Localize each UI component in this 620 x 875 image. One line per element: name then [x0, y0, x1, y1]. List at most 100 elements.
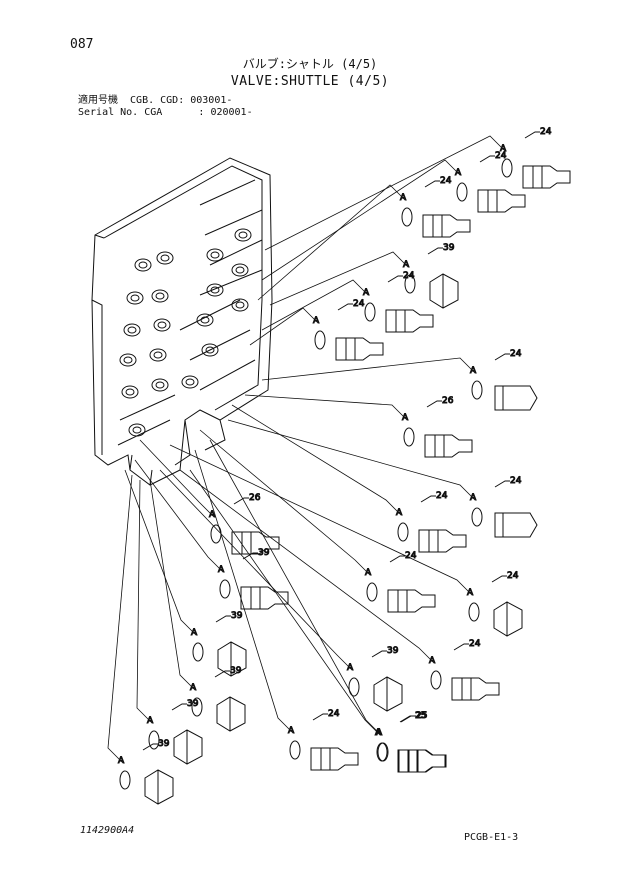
callout-leader [171, 703, 187, 711]
o-ring [471, 380, 483, 400]
callout-leader [214, 670, 230, 678]
fitting-body [493, 601, 523, 637]
fitting-body [310, 747, 359, 771]
o-ring [430, 670, 442, 690]
seal-label-a: A [209, 510, 216, 520]
part-number-callout: 39 [387, 646, 399, 656]
o-ring [501, 158, 513, 178]
plug-fitting: 39A [403, 243, 459, 309]
fitting-body [494, 512, 538, 538]
callout-leader [426, 400, 442, 408]
nut-fitting: 24A [470, 349, 538, 411]
leader-line [257, 184, 406, 301]
callout-leader [215, 615, 231, 623]
part-number-callout: 39 [231, 611, 243, 621]
serial-number: Serial No. CGA : 020001- [78, 107, 253, 118]
callout-leader [233, 497, 249, 505]
seal-label-a: A [313, 316, 320, 326]
seal-label-a: A [365, 568, 372, 578]
fitting-body [451, 677, 500, 701]
leader-line [261, 159, 461, 281]
leader-line [227, 419, 476, 501]
part-number-callout: 39 [187, 699, 199, 709]
union-fitting: 24A [365, 551, 436, 613]
o-ring [191, 697, 203, 717]
union-fitting: 25A [375, 711, 446, 773]
union-fitting: 24A [500, 127, 571, 189]
fitting-body [385, 309, 434, 333]
callout-leader [142, 743, 158, 751]
fitting-body [494, 385, 538, 411]
plug-fitting: 39A [147, 699, 203, 765]
callout-leader [399, 715, 415, 723]
seal-label-a: A [500, 144, 507, 154]
part-number-callout: 24 [403, 271, 415, 281]
o-ring [403, 427, 415, 447]
leader-line [139, 439, 215, 518]
seal-label-a: A [470, 493, 477, 503]
part-number-callout: 24 [507, 571, 519, 581]
seal-label-a: A [396, 508, 403, 518]
seal-label-a: A [190, 683, 197, 693]
part-number-callout: 24 [328, 709, 340, 719]
part-number-callout: 24 [353, 299, 365, 309]
leader-line [209, 439, 382, 736]
o-ring [314, 330, 326, 350]
fitting-body [335, 337, 384, 361]
o-ring [219, 579, 231, 599]
fitting-body [216, 696, 246, 732]
page-code: PCGB-E1-3 [464, 832, 519, 843]
seal-label-a: A [375, 728, 382, 738]
union-fitting: 24A [400, 176, 471, 238]
fitting-body [477, 189, 526, 213]
fitting-body [217, 641, 247, 677]
o-ring [397, 522, 409, 542]
union-fitting: 24A [313, 299, 384, 361]
fitting-body [144, 769, 174, 805]
seal-label-a: A [147, 716, 154, 726]
leader-line [124, 469, 197, 636]
page-number: 087 [70, 37, 94, 52]
o-ring [364, 302, 376, 322]
fitting-body [397, 749, 446, 773]
plug-fitting: 39A [191, 611, 247, 677]
union-fitting: 26A [209, 493, 280, 555]
union-fitting: 39A [218, 548, 289, 610]
part-number-callout: 24 [436, 491, 448, 501]
leader-line [189, 469, 381, 736]
fitting-body [387, 589, 436, 613]
o-ring [404, 274, 416, 294]
seal-label-a: A [376, 728, 383, 738]
callout-leader [420, 495, 436, 503]
leader-line [149, 479, 196, 691]
callout-leader [387, 275, 403, 283]
seal-label-a: A [403, 260, 410, 270]
leader-line [107, 474, 133, 764]
union-fitting: 24A [455, 151, 526, 213]
seal-label-a: A [191, 628, 198, 638]
seal-label-a: A [455, 168, 462, 178]
leader-line [261, 279, 369, 331]
callout-leader [491, 575, 507, 583]
callout-leader [371, 650, 387, 658]
plug-fitting: 39A [118, 739, 174, 805]
leader-line [199, 429, 371, 576]
fitting-body [522, 165, 571, 189]
part-number-callout: 24 [540, 127, 552, 137]
seal-label-a: A [288, 726, 295, 736]
o-ring [376, 742, 388, 762]
callout-leader [453, 643, 469, 651]
part-number-callout: 39 [443, 243, 455, 253]
plug-fitting: 24A [467, 571, 523, 637]
seal-label-a: A [467, 588, 474, 598]
leader-line [231, 404, 402, 516]
leader-line [261, 357, 476, 381]
leader-line [169, 444, 473, 596]
callout-leader [494, 480, 510, 488]
callout-leader [427, 247, 443, 255]
callout-leader [389, 555, 405, 563]
o-ring [289, 740, 301, 760]
title-japanese: バルブ:シャトル (4/5) [242, 57, 378, 71]
